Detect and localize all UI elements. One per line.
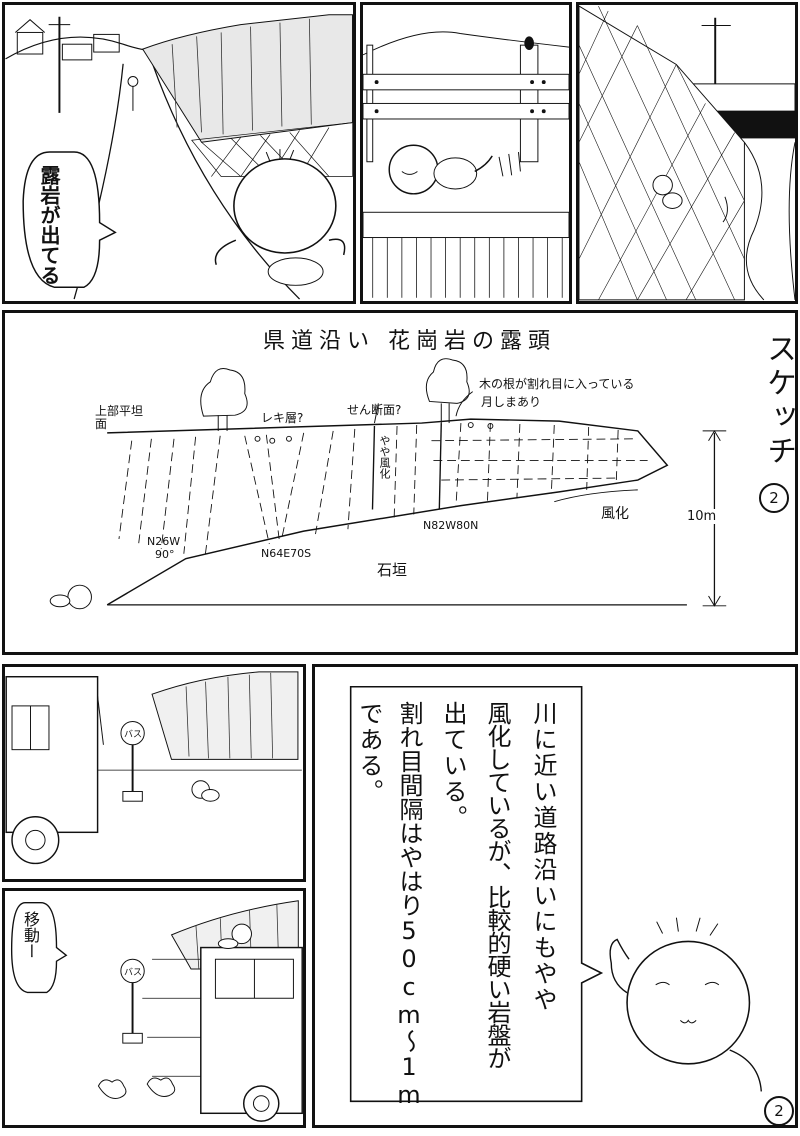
label-stone-wall: 石垣	[377, 561, 408, 579]
explanation-line-1: 川に近い道路沿いにもやや	[529, 701, 557, 1013]
label-shear-plane: せん断面?	[347, 403, 402, 417]
river-wall-drawing	[579, 5, 795, 301]
label-dip-90: 90°	[155, 548, 175, 561]
panel-bus-moving: バス 移動ー	[2, 888, 306, 1128]
label-tree-roots: 木の根が割れ目に入っている	[479, 377, 635, 391]
label-breccia: レキ層?	[261, 411, 304, 425]
bus-sign-text: バス	[124, 968, 143, 978]
panel-bus-stop: バス	[2, 664, 306, 882]
label-top-surface: 上部平坦面	[95, 404, 144, 431]
explanation-line-3: 出ている。	[439, 701, 467, 831]
explanation-line-4: 割れ目間隔はやはり50cm〜1m	[395, 701, 423, 1109]
sketch-title: 県道沿い 花崗岩の露頭	[263, 329, 556, 354]
panel-explanation: 川に近い道路沿いにもやや 風化しているが、比較的硬い岩盤が 出ている。 割れ目間…	[312, 664, 798, 1128]
sketch-number-badge: 2	[759, 483, 789, 513]
page-number: 2	[764, 1096, 794, 1126]
label-height-10m: 10m	[685, 509, 719, 524]
panel-outcrop-sketch: 県道沿い 花崗岩の露頭 スケッチ 2 上部平坦面 レキ層? せん断面? 木の根が…	[2, 310, 798, 655]
panel-fence-jump	[360, 2, 572, 304]
bus-stop-sign-text: バス	[124, 730, 143, 740]
bus-stop-drawing	[5, 671, 302, 865]
explanation-line-2: 風化しているが、比較的硬い岩盤が	[483, 701, 511, 1069]
label-joints: 月しまあり	[481, 395, 542, 409]
sketch-side-title: スケッチ	[761, 333, 796, 469]
bus-moving-drawing	[10, 900, 303, 1122]
panel-road-outcrop: 露岩が出てる	[2, 2, 356, 304]
panel-river-wall	[576, 2, 798, 304]
label-strike-n26w: N26W	[147, 535, 181, 548]
label-strike-n64e: N64E70S	[261, 547, 312, 560]
label-slightly-weathered: やや風化	[378, 435, 391, 479]
outcrop-cross-section	[49, 358, 727, 610]
speech-bubble-move: 移動ー	[21, 911, 40, 959]
label-weathering: 風化	[601, 506, 629, 522]
speech-bubble-outcrop: 露岩が出てる	[37, 165, 61, 285]
fence-jump-drawing	[363, 31, 569, 298]
road-outcrop-drawing	[5, 14, 353, 300]
label-strike-n82w: N82W80N	[423, 519, 479, 532]
explanation-line-5: である。	[355, 701, 383, 805]
explanation-drawing	[349, 685, 762, 1103]
